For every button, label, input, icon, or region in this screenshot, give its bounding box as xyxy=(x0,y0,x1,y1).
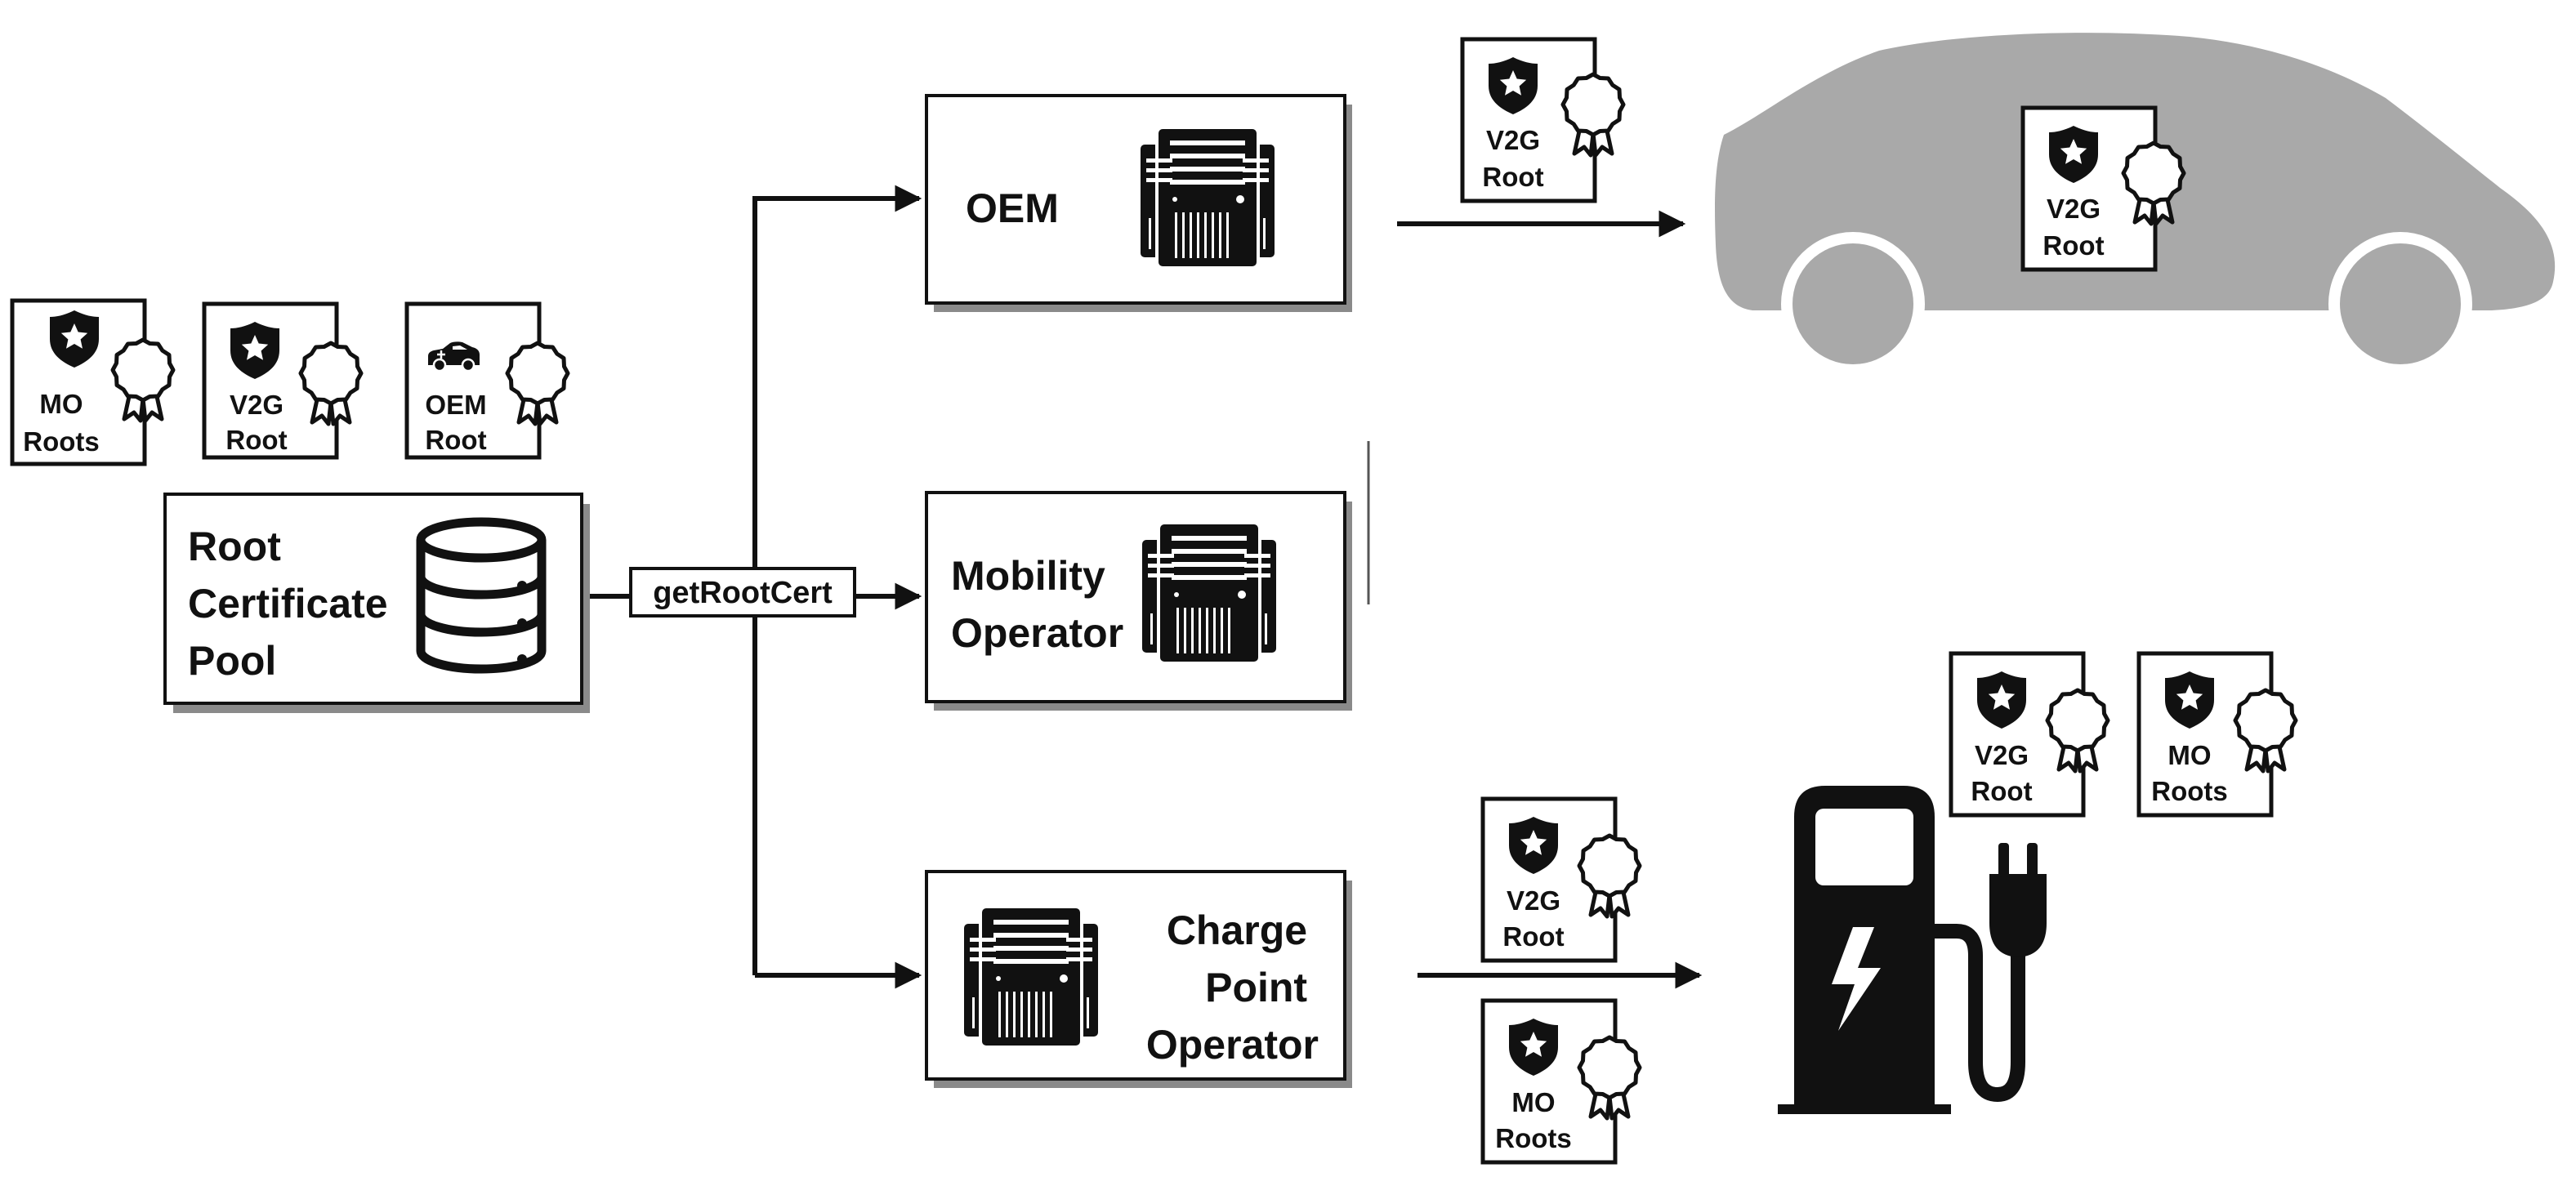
get-root-cert-label: getRootCert xyxy=(629,567,856,618)
edge-label: getRootCert xyxy=(653,576,833,610)
mobility-operator-label: Mobility Operator xyxy=(951,553,1123,656)
root-pool-label: Root Certificate Pool xyxy=(188,524,399,684)
oem-node: OEM xyxy=(925,94,1352,312)
cpo-label: Charge Point Operator xyxy=(1146,907,1319,1068)
oem-label: OEM xyxy=(966,185,1059,231)
mobility-operator-node: Mobility Operator xyxy=(925,491,1352,711)
trunk-to-oem-line xyxy=(752,185,922,975)
server-icon xyxy=(1139,126,1276,270)
server-icon xyxy=(962,905,1100,1049)
root-certificate-pool-node: Root Certificate Pool xyxy=(163,493,590,713)
charging-station-icon xyxy=(1778,786,2047,1114)
database-icon xyxy=(421,522,542,669)
cpo-node: Charge Point Operator xyxy=(925,870,1352,1088)
server-icon xyxy=(1141,521,1278,665)
